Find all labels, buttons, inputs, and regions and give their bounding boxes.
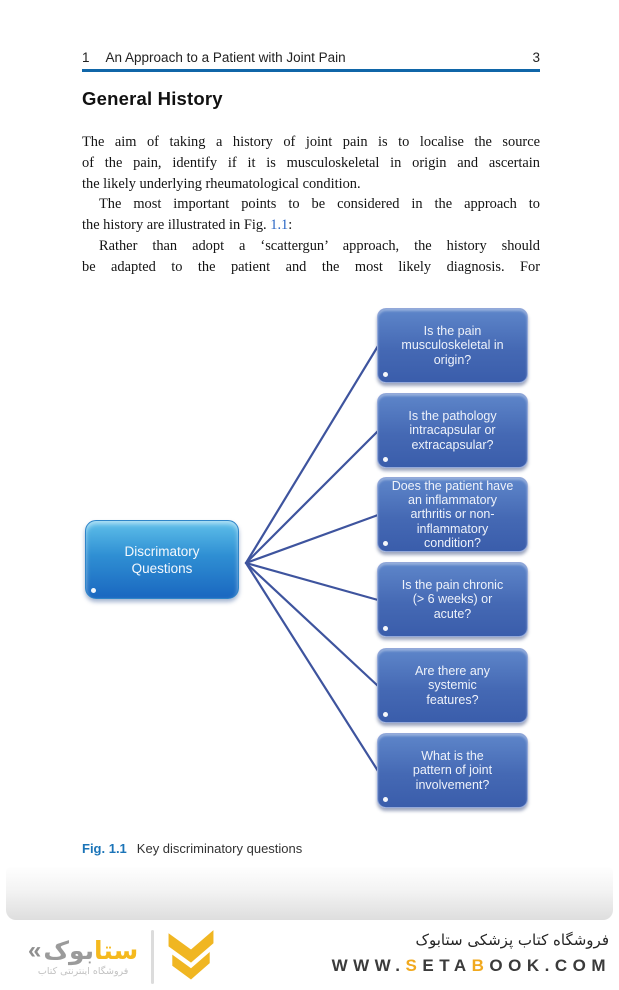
figure-label: Fig. 1.1 <box>82 841 127 856</box>
diagram-question-box: Are there any systemic features? <box>377 648 528 723</box>
body-text: The aim of taking a history of joint pai… <box>82 132 540 278</box>
store-name-persian: فروشگاه کتاب پزشکی ستابوک <box>415 931 609 949</box>
header-rule <box>82 69 540 72</box>
paragraph: The aim of taking a history of joint pai… <box>82 132 540 194</box>
diagram-question-label: Does the patient have an inflammatory ar… <box>391 478 514 550</box>
url-text: OOK.COM <box>489 956 611 975</box>
logo-wordmark-block: « ستابوک فروشگاه اینترنتی کتاب <box>28 937 138 978</box>
text-line: the history are illustrated in Fig. 1.1: <box>82 215 540 236</box>
page-number: 3 <box>532 50 540 65</box>
page-shadow-band <box>6 867 613 920</box>
figure-reference-link[interactable]: 1.1 <box>270 217 289 234</box>
text-segment: be adapted to the patient and the most l… <box>82 258 540 275</box>
caption-text: Key discriminatory questions <box>136 841 303 856</box>
diagram-question-label: Is the pain musculoskeletal in origin? <box>401 324 504 367</box>
connector-line <box>244 513 380 565</box>
publisher-footer: « ستابوک فروشگاه اینترنتی کتاب فروشگاه ک… <box>0 920 619 990</box>
diagram-question-box: What is the pattern of joint involvement… <box>377 733 528 808</box>
text-line: of the pain, identify if it is musculosk… <box>82 153 540 174</box>
chapter-number: 1 <box>82 50 90 65</box>
text-line: Rather than adopt a ‘scattergun’ approac… <box>82 236 540 257</box>
url-accent-letter: S <box>405 956 423 975</box>
logo-wordmark-yellow: ستا <box>94 935 139 965</box>
double-chevron-down-icon <box>168 930 214 980</box>
diagram-question-box: Does the patient have an inflammatory ar… <box>377 477 528 552</box>
text-segment: the likely underlying rheumatological co… <box>82 175 361 192</box>
store-url: WWW.SETABOOK.COM <box>332 956 611 976</box>
connector-line <box>244 561 380 773</box>
running-title: An Approach to a Patient with Joint Pain <box>105 50 346 65</box>
connector-line <box>244 561 380 688</box>
running-header: 1 An Approach to a Patient with Joint Pa… <box>82 50 540 65</box>
diagram-root-box: Discrimatory Questions <box>85 520 239 599</box>
section-title: General History <box>82 88 223 109</box>
text-segment: of the pain, identify if it is musculosk… <box>82 154 540 171</box>
diagram-question-label: Is the pain chronic (> 6 weeks) or acute… <box>401 578 504 621</box>
url-text: ETA <box>422 956 472 975</box>
guillemet-icon: « <box>28 936 42 964</box>
url-text: WWW. <box>331 956 406 975</box>
logo-wordmark: ستابوک <box>43 937 138 965</box>
logo-divider <box>151 930 155 984</box>
diagram-question-label: Is the pathology intracapsular or extrac… <box>408 409 497 452</box>
setabook-logo: « ستابوک فروشگاه اینترنتی کتاب <box>28 928 217 986</box>
text-segment: Rather than adopt a ‘scattergun’ approac… <box>99 237 540 254</box>
connector-line <box>244 344 380 565</box>
logo-tagline: فروشگاه اینترنتی کتاب <box>37 966 129 978</box>
paragraph: The most important points to be consider… <box>82 194 540 236</box>
url-accent-letter: B <box>471 956 490 975</box>
diagram-question-label: What is the pattern of joint involvement… <box>412 749 493 792</box>
text-segment: The most important points to be consider… <box>99 196 540 213</box>
diagram-root-label: Discrimatory Questions <box>124 543 200 576</box>
text-line: be adapted to the patient and the most l… <box>82 257 540 278</box>
paragraph: Rather than adopt a ‘scattergun’ approac… <box>82 236 540 278</box>
text-line: The aim of taking a history of joint pai… <box>82 132 540 153</box>
text-segment: the history are illustrated in Fig. <box>82 217 271 234</box>
diagram-question-box: Is the pathology intracapsular or extrac… <box>377 393 528 468</box>
diagram-question-box: Is the pain chronic (> 6 weeks) or acute… <box>377 562 528 637</box>
diagram-question-box: Is the pain musculoskeletal in origin? <box>377 308 528 383</box>
text-segment: : <box>288 217 293 234</box>
figure-caption: Fig. 1.1 Key discriminatory questions <box>82 841 302 856</box>
text-segment: The aim of taking a history of joint pai… <box>82 134 540 150</box>
text-line: the likely underlying rheumatological co… <box>82 174 540 195</box>
footer-store-info: فروشگاه کتاب پزشکی ستابوک WWW.SETABOOK.C… <box>332 931 611 976</box>
text-line: The most important points to be consider… <box>82 194 540 215</box>
logo-wordmark-gray: بوک <box>43 935 95 965</box>
connector-line <box>244 561 380 602</box>
connector-line <box>244 429 380 565</box>
diagram-question-label: Are there any systemic features? <box>414 664 491 707</box>
